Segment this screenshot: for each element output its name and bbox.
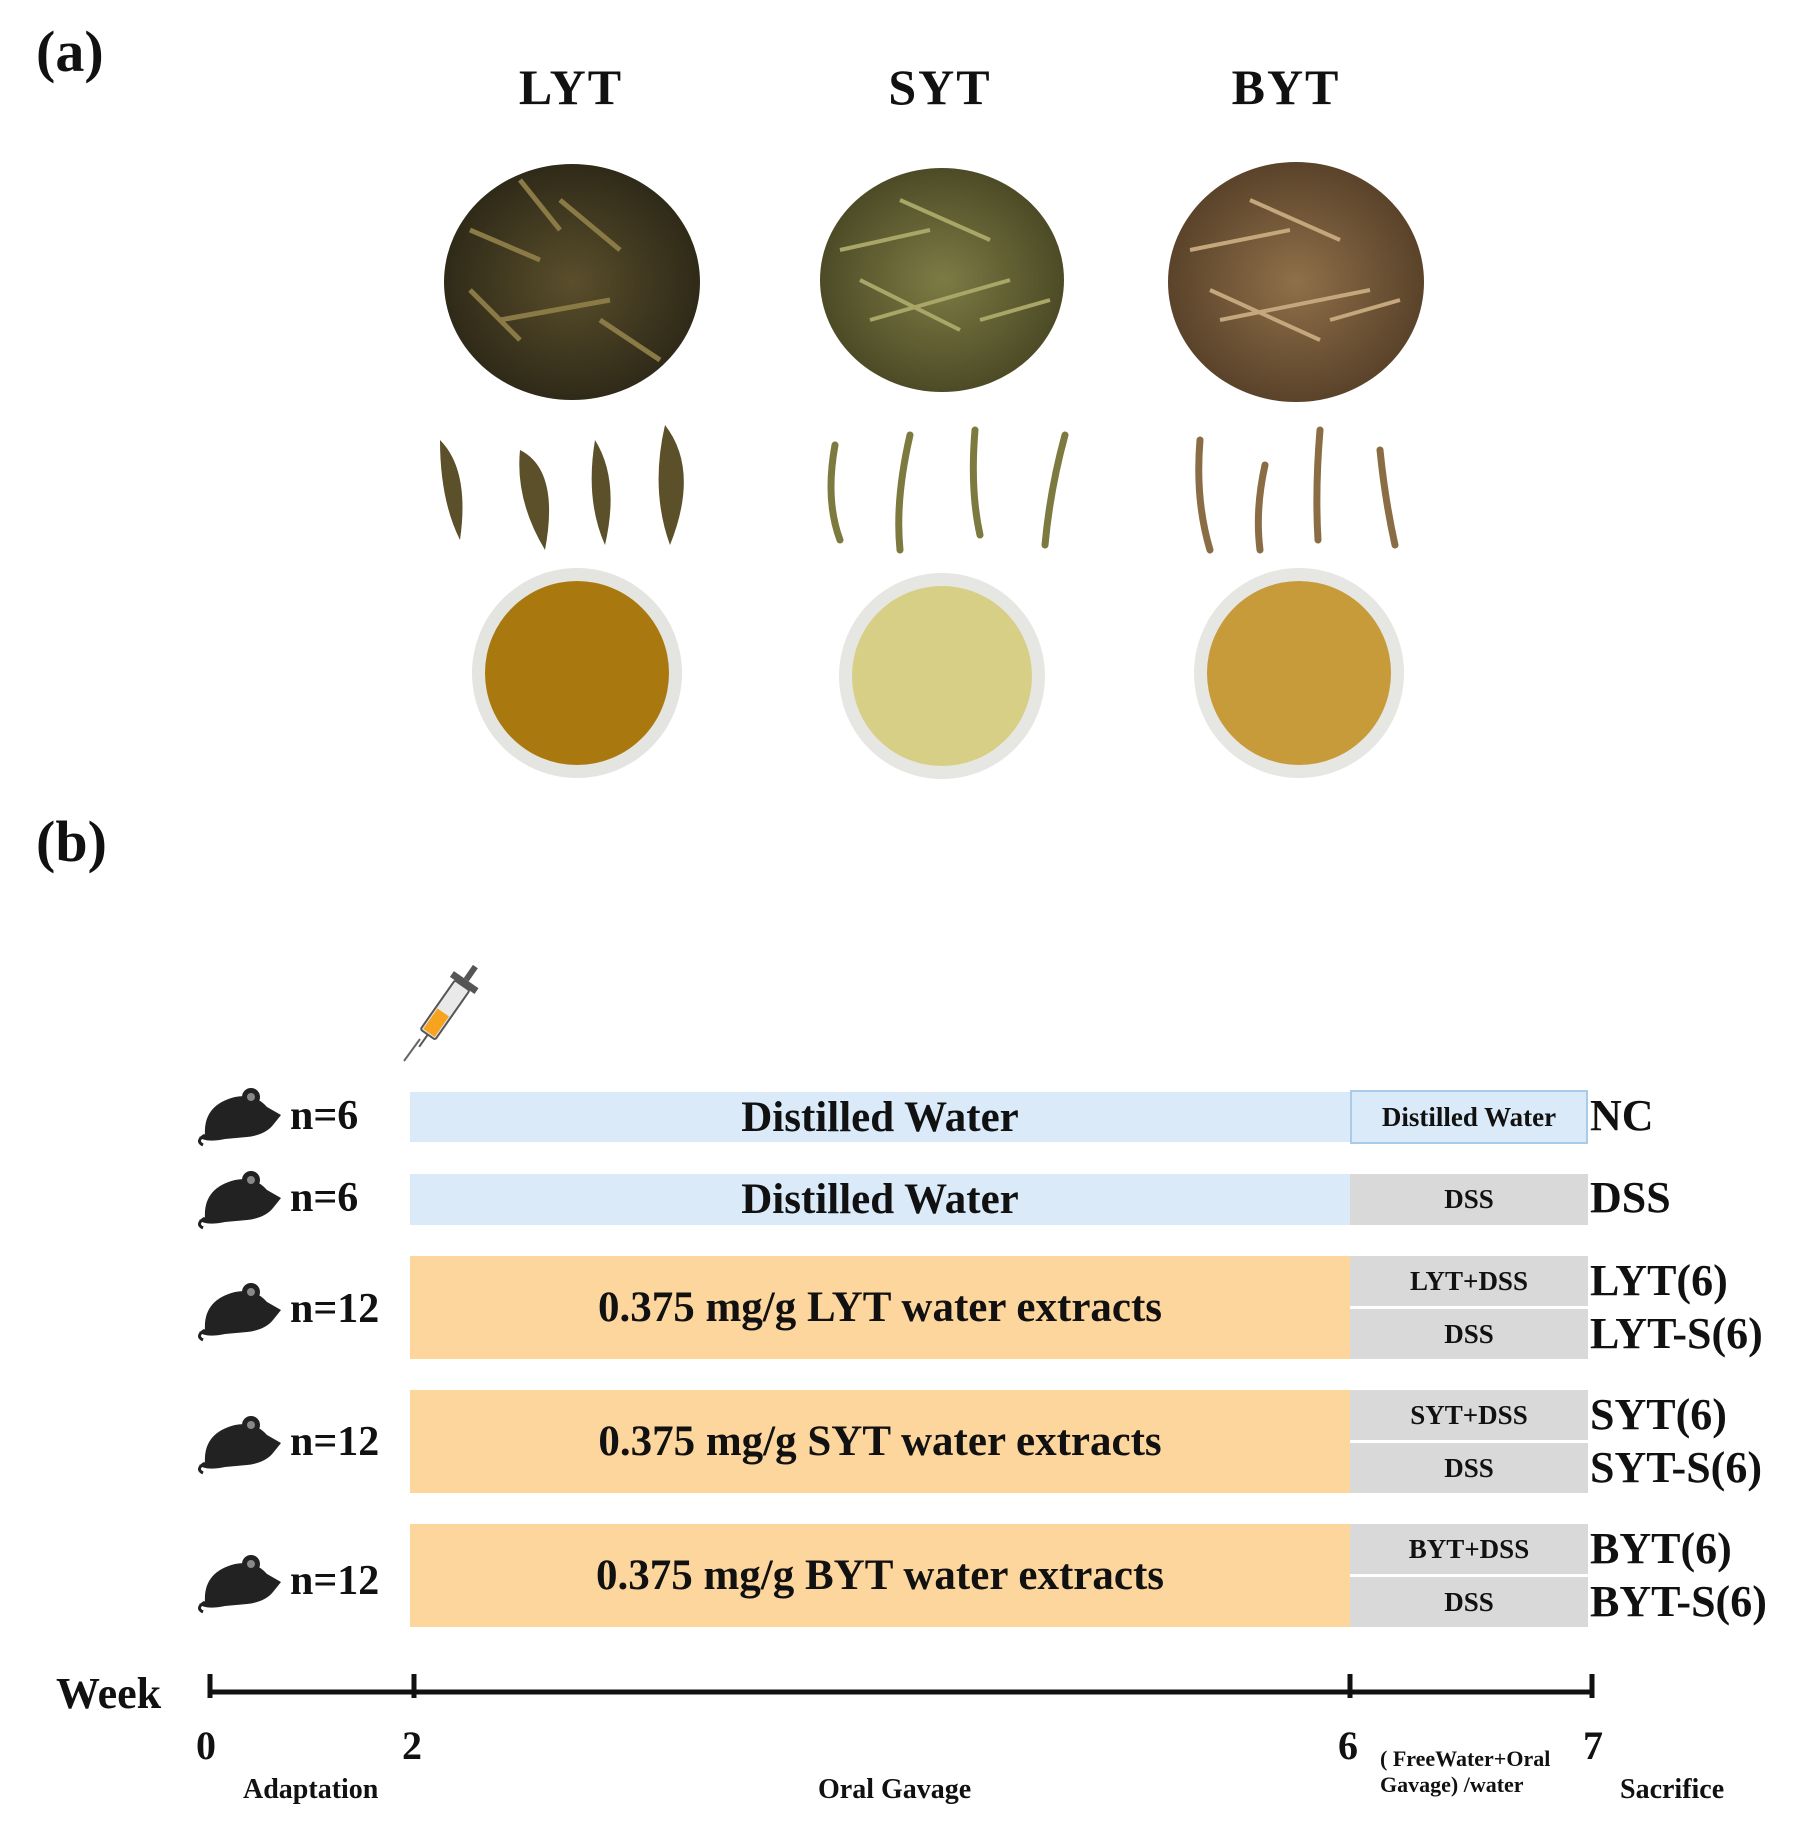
group-size-label: n=6 <box>290 1093 359 1139</box>
group-label: LYT-S(6) <box>1590 1309 1763 1358</box>
cup-syt <box>839 573 1045 779</box>
axis-tick-label: 2 <box>402 1723 422 1768</box>
group-label: SYT(6) <box>1590 1390 1727 1439</box>
group-label: BYT-S(6) <box>1590 1577 1767 1626</box>
leaf-pile-lyt <box>444 164 700 400</box>
mouse-icon <box>198 1088 281 1147</box>
axis-tick-label: 0 <box>196 1723 216 1768</box>
phase-label-final-week: ( FreeWater+Oral Gavage) /water <box>1380 1746 1551 1797</box>
group-size-label: n=12 <box>290 1286 380 1332</box>
final-week-bar: DSS <box>1350 1174 1588 1225</box>
final-week-bar: DSS <box>1350 1577 1588 1627</box>
single-leaves-lyt <box>440 425 684 550</box>
mouse-icon <box>198 1555 281 1614</box>
syringe-icon <box>403 964 479 1062</box>
main-treatment-bar: 0.375 mg/g LYT water extracts <box>410 1256 1350 1359</box>
main-treatment-bar: Distilled Water <box>410 1174 1350 1225</box>
final-week-bar: Distilled Water <box>1350 1090 1588 1144</box>
axis-tick-label: 7 <box>1583 1723 1603 1768</box>
group-size-label: n=12 <box>290 1419 380 1465</box>
panel-a-label: (a) <box>36 19 104 84</box>
mouse-icon <box>198 1283 281 1342</box>
tea-title-lyt: LYT <box>518 59 624 115</box>
group-size-label: n=6 <box>290 1175 359 1221</box>
mouse-icon <box>198 1171 281 1230</box>
cup-byt <box>1194 568 1404 778</box>
phase-label-sacrifice: Sacrifice <box>1620 1774 1725 1805</box>
phase-label-adaptation: Adaptation <box>243 1774 379 1805</box>
main-treatment-bar: 0.375 mg/g BYT water extracts <box>410 1524 1350 1627</box>
main-treatment-bar: 0.375 mg/g SYT water extracts <box>410 1390 1350 1493</box>
leaf-pile-byt <box>1168 162 1424 402</box>
axis-title: Week <box>56 1669 162 1718</box>
main-treatment-bar: Distilled Water <box>410 1092 1350 1142</box>
single-leaves-byt <box>1195 426 1399 554</box>
final-week-bar: DSS <box>1350 1309 1588 1359</box>
group-label: LYT(6) <box>1590 1256 1728 1305</box>
tea-title-syt: SYT <box>888 59 992 115</box>
final-week-bar: SYT+DSS <box>1350 1390 1588 1440</box>
leaf-pile-syt <box>820 168 1064 392</box>
tea-title-byt: BYT <box>1231 59 1341 115</box>
group-label: SYT-S(6) <box>1590 1443 1762 1492</box>
single-leaves-syt <box>827 426 1069 554</box>
mouse-icon <box>198 1416 281 1475</box>
cup-lyt <box>472 568 682 778</box>
group-label: BYT(6) <box>1590 1524 1732 1573</box>
tea-photo-illustration <box>440 162 1424 779</box>
group-label: DSS <box>1590 1173 1671 1222</box>
final-week-bar: DSS <box>1350 1443 1588 1493</box>
axis-tick-label: 6 <box>1338 1723 1358 1768</box>
timeline-axis <box>207 1674 1595 1698</box>
phase-label-oral-gavage: Oral Gavage <box>818 1774 972 1805</box>
group-label: NC <box>1590 1091 1654 1140</box>
final-week-bar: LYT+DSS <box>1350 1256 1588 1306</box>
final-week-bar: BYT+DSS <box>1350 1524 1588 1574</box>
group-size-label: n=12 <box>290 1558 380 1604</box>
panel-b-label: (b) <box>36 809 107 874</box>
